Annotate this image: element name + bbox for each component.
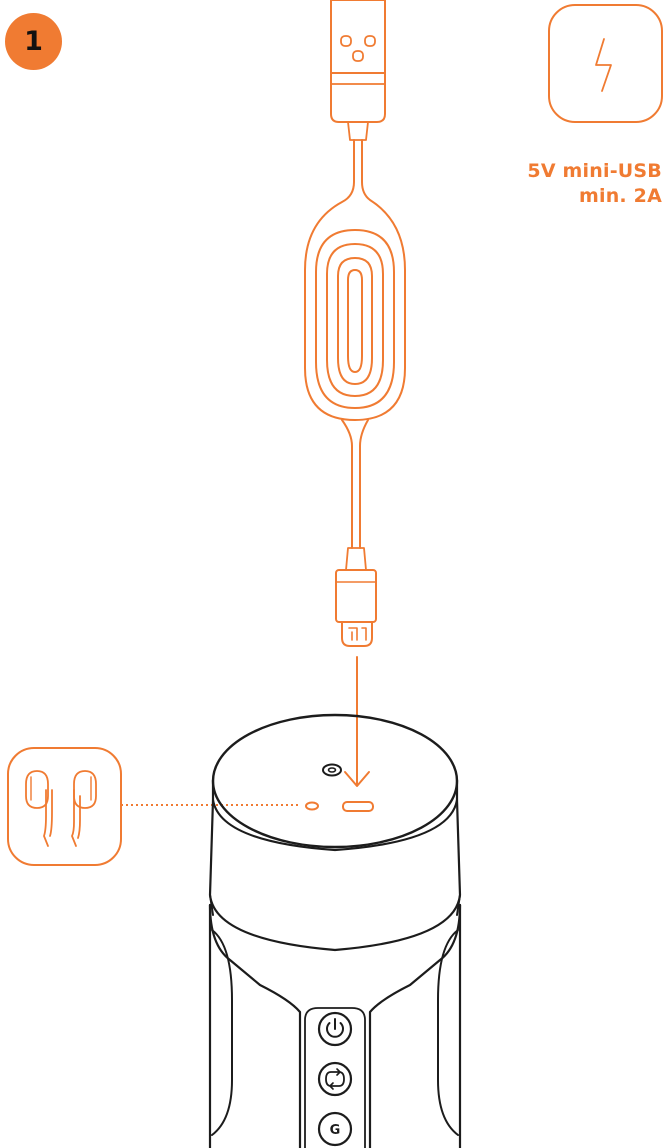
microphone-device bbox=[208, 713, 462, 1148]
usb-a-plug bbox=[330, 0, 386, 141]
step-number-badge: 1 bbox=[5, 13, 62, 70]
step-number: 1 bbox=[24, 26, 43, 57]
cable-coil bbox=[304, 139, 406, 549]
power-icon[interactable] bbox=[317, 1011, 353, 1047]
cycle-icon[interactable] bbox=[317, 1061, 353, 1097]
power-spec-connector: 5V mini-USB bbox=[527, 160, 662, 182]
usb-cable bbox=[304, 0, 406, 787]
svg-text:G: G bbox=[330, 1123, 341, 1138]
mini-usb-plug bbox=[335, 547, 377, 647]
g-icon[interactable]: G bbox=[317, 1111, 353, 1147]
earphones-icon bbox=[7, 747, 122, 866]
lightning-bolt-icon bbox=[548, 4, 663, 123]
power-spec-current: min. 2A bbox=[579, 185, 662, 207]
insertion-arrow bbox=[344, 656, 370, 787]
